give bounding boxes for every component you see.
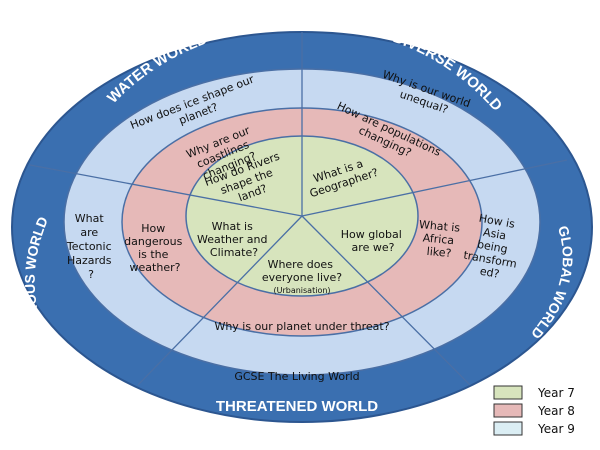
legend-label-year7: Year 7 — [537, 386, 575, 400]
legend-swatch-year7 — [493, 385, 523, 400]
ring-label-threatened: THREATENED WORLD — [216, 398, 378, 415]
question-threat: Why is our planet under threat? — [214, 320, 389, 333]
question-gcse: GCSE The Living World — [234, 370, 359, 383]
legend-label-year8: Year 8 — [537, 404, 575, 418]
question-urbanisation: (Urbanisation) — [273, 286, 330, 295]
question-weather: What is Weather and Climate? — [197, 220, 271, 259]
legend-swatch-year9 — [493, 421, 523, 436]
legend-swatch-year8 — [493, 403, 523, 418]
legend: Year 7 Year 8 Year 9 — [493, 385, 575, 436]
segment-dividers — [29, 32, 568, 386]
question-asia: How is Asia being transform ed? — [460, 210, 528, 284]
question-global: How global are we? — [341, 228, 406, 254]
question-africa: What is Africa like? — [416, 218, 464, 261]
legend-label-year9: Year 9 — [537, 422, 575, 436]
question-everyone: Where does everyone live? — [262, 258, 342, 284]
question-tectonic: What are Tectonic Hazards ? — [66, 212, 115, 281]
question-dangerous: How dangerous is the weather? — [124, 222, 186, 274]
